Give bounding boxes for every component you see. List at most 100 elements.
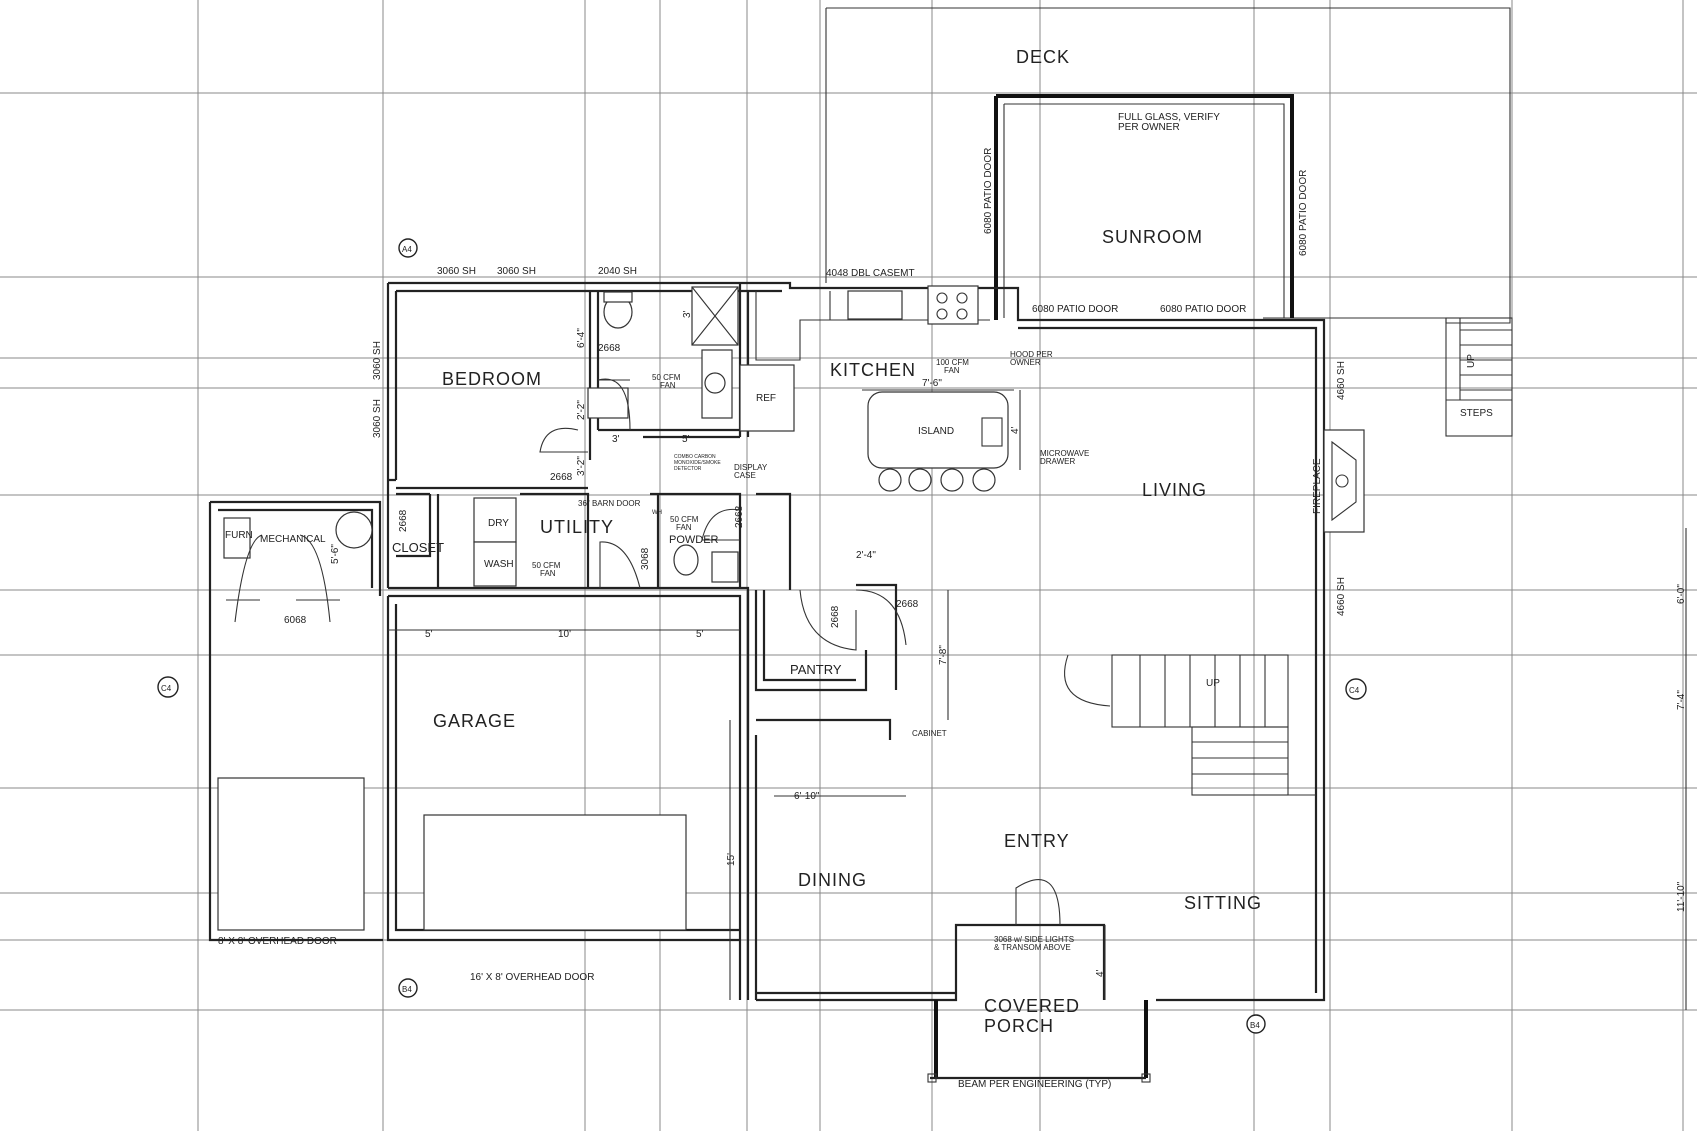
dim-6-4: 6'-4" <box>576 328 587 348</box>
note-door-2668-c: 2668 <box>398 509 409 532</box>
dim-3a: 3' <box>682 310 693 318</box>
room-label-dining: DINING <box>798 870 867 890</box>
note-window-3060-b: 3060 SH <box>497 266 536 277</box>
note-full-glass-1: FULL GLASS, VERIFY <box>1118 112 1220 123</box>
room-label-sitting: SITTING <box>1184 893 1262 913</box>
room-label-kitchen: KITCHEN <box>830 360 916 380</box>
svg-text:C4: C4 <box>161 684 172 693</box>
dim-7-4: 7'-4" <box>1676 690 1687 710</box>
fireplace <box>1323 429 1365 533</box>
room-label-living: LIVING <box>1142 480 1207 500</box>
room-label-garage: GARAGE <box>433 711 516 731</box>
fixture-label-dry: DRY <box>488 518 509 529</box>
svg-text:B4: B4 <box>1250 1021 1260 1030</box>
fireplace-label: FIREPLACE <box>1312 458 1323 514</box>
note-fan-100-1: 100 CFM <box>936 358 969 367</box>
room-label-closet: CLOSET <box>392 540 444 555</box>
dim-5a: 5' <box>682 434 690 445</box>
room-label-deck: DECK <box>1016 47 1070 67</box>
mechanical-walls <box>208 500 687 942</box>
note-fan-100-2: FAN <box>944 366 960 375</box>
svg-text:B4: B4 <box>402 985 412 994</box>
note-door-2668-a: 2668 <box>598 343 621 354</box>
note-window-3060-a: 3060 SH <box>437 266 476 277</box>
note-door-2668-b: 2668 <box>550 472 573 483</box>
deck-stair-label-up: UP <box>1466 354 1477 368</box>
dim-3-2: 3'-2" <box>576 456 587 476</box>
note-window-4660-b: 4660 SH <box>1336 577 1347 616</box>
dim-6-0: 6'-0" <box>1676 584 1687 604</box>
door-swings <box>539 378 1111 926</box>
room-label-pantry: PANTRY <box>790 662 842 677</box>
note-overhead-8: 8' X 8' OVERHEAD DOOR <box>218 936 337 947</box>
note-door-3068: 3068 <box>640 547 651 570</box>
section-marker-right: C4 <box>1345 678 1367 700</box>
room-label-mechanical: MECHANICAL <box>260 534 326 545</box>
kitchen-counters <box>739 285 1009 492</box>
dim-10: 10' <box>558 629 571 640</box>
room-label-porch: PORCH <box>984 1016 1054 1036</box>
fixture-label-wash: WASH <box>484 559 514 570</box>
fixture-label-furn: FURN <box>225 530 253 541</box>
island-label: ISLAND <box>918 426 954 437</box>
dim-5-6: 5'-6" <box>330 544 341 564</box>
note-combo-1: COMBO CARBON <box>674 454 716 460</box>
note-fan-bath-2: FAN <box>660 381 676 390</box>
dim-2-4: 2'-4" <box>856 550 876 561</box>
interior-walls <box>396 283 898 740</box>
note-microwave-2: DRAWER <box>1040 457 1075 466</box>
note-fan-util-1: 50 CFM <box>532 561 561 570</box>
dim-4a: 4' <box>1010 426 1021 434</box>
note-window-3060-c: 3060 SH <box>372 341 383 380</box>
main-staircase <box>1111 654 1316 796</box>
note-hood-2: OWNER <box>1010 358 1041 367</box>
note-window-3060-d: 3060 SH <box>372 399 383 438</box>
room-label-utility: UTILITY <box>540 517 614 537</box>
note-door-2668-d: 2668 <box>734 505 745 528</box>
room-label-bedroom: BEDROOM <box>442 369 542 389</box>
dim-7-6: 7'-6" <box>922 378 942 389</box>
note-door-6068: 6068 <box>284 615 307 626</box>
note-fan-util-2: FAN <box>540 569 556 578</box>
note-hood-1: HOOD PER <box>1010 350 1053 359</box>
note-overhead-16: 16' X 8' OVERHEAD DOOR <box>470 972 594 983</box>
note-patio-door-left: 6080 PATIO DOOR <box>1032 304 1118 315</box>
dim-3b: 3' <box>612 434 620 445</box>
covered-porch <box>927 1000 1151 1083</box>
sunroom-walls <box>994 94 1294 320</box>
note-fan-pow-2: FAN <box>676 523 692 532</box>
room-label-powder: POWDER <box>669 534 719 546</box>
stair-label-up: UP <box>1206 678 1220 689</box>
dim-5c: 5' <box>696 629 704 640</box>
fixture-label-ref: REF <box>756 393 776 404</box>
note-door-2668-f: 2668 <box>896 599 919 610</box>
note-combo-2: MONOXIDE/SMOKE <box>674 460 721 466</box>
note-cabinet: CABINET <box>912 729 947 738</box>
note-door-2668-e: 2668 <box>830 605 841 628</box>
bath-fixtures <box>473 286 739 587</box>
note-display-1: DISPLAY <box>734 463 768 472</box>
room-label-sunroom: SUNROOM <box>1102 227 1203 247</box>
dim-7-8: 7'-8" <box>938 645 949 665</box>
deck-steps-label: STEPS <box>1460 408 1493 419</box>
note-barn-door: 36" BARN DOOR <box>578 499 641 508</box>
note-window-4660-a: 4660 SH <box>1336 361 1347 400</box>
note-patio-door-right: 6080 PATIO DOOR <box>1160 304 1246 315</box>
deck-stairs <box>1445 317 1513 437</box>
section-marker-left: C4 <box>157 676 179 698</box>
section-marker-top: A4 <box>398 238 418 258</box>
note-sunroom-patio-a: 6080 PATIO DOOR <box>983 148 994 234</box>
note-sunroom-patio-b: 6080 PATIO DOOR <box>1298 170 1309 256</box>
svg-text:A4: A4 <box>402 245 412 254</box>
dim-6-10: 6'-10" <box>794 791 820 802</box>
note-fan-pow-1: 50 CFM <box>670 515 699 524</box>
section-marker-bottom-left: B4 <box>398 978 418 998</box>
note-full-glass-2: PER OWNER <box>1118 122 1180 133</box>
dim-4b: 4' <box>1095 969 1106 977</box>
dim-15: 15' <box>726 853 737 866</box>
note-display-2: CASE <box>734 471 756 480</box>
dim-2-2: 2'-2" <box>576 400 587 420</box>
room-label-entry: ENTRY <box>1004 831 1070 851</box>
note-combo-3: DETECTOR <box>674 466 702 472</box>
note-fan-bath-1: 50 CFM <box>652 373 681 382</box>
